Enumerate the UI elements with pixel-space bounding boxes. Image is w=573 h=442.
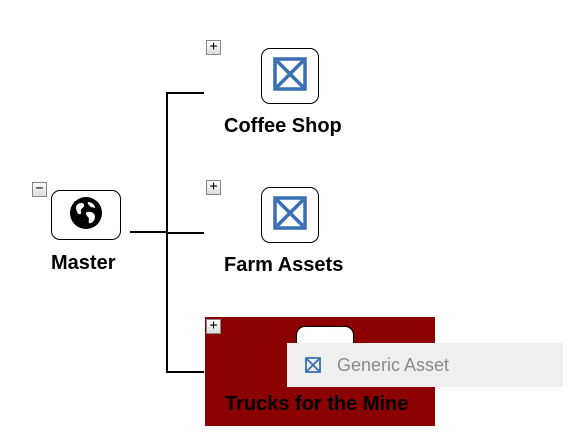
expand-toggle-coffee-shop[interactable]: + [206, 40, 221, 55]
asset-icon [273, 195, 307, 235]
connector-child-2 [166, 232, 204, 234]
node-label-farm-assets[interactable]: Farm Assets [224, 254, 344, 276]
connector-root-horizontal [130, 231, 167, 233]
asset-icon [305, 357, 321, 373]
node-farm-assets[interactable] [261, 187, 319, 243]
asset-icon [273, 56, 307, 96]
node-coffee-shop[interactable] [261, 48, 319, 104]
expand-toggle-farm-assets[interactable]: + [206, 180, 221, 195]
expand-toggle-trucks-for-the-mine[interactable]: + [206, 319, 221, 334]
node-label-coffee-shop[interactable]: Coffee Shop [224, 115, 342, 137]
context-menu: Generic Asset [287, 343, 563, 387]
connector-child-1 [166, 92, 204, 94]
menu-item-label: Generic Asset [337, 354, 450, 375]
connector-child-3 [166, 371, 204, 373]
node-label-trucks-for-the-mine[interactable]: Trucks for the Mine [225, 393, 409, 415]
globe-icon [69, 196, 103, 235]
collapse-toggle-master[interactable]: − [32, 182, 47, 197]
node-master[interactable] [51, 190, 121, 240]
node-label-master[interactable]: Master [51, 252, 116, 274]
menu-item-generic-asset[interactable]: Generic Asset [287, 343, 563, 387]
